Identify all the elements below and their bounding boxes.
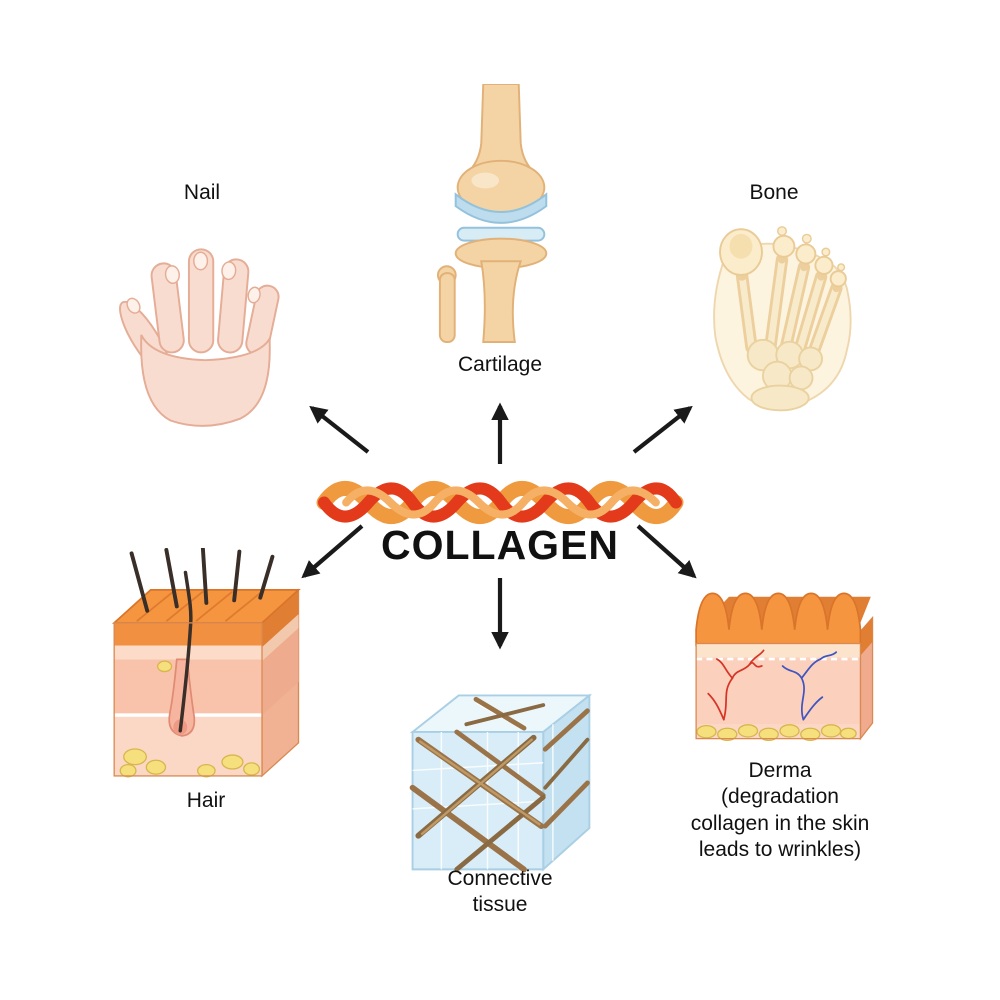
connective-tissue-cube-icon: [409, 693, 593, 873]
arrow-to-nail-icon: [309, 405, 370, 454]
connective-tissue-label: Connective tissue: [447, 867, 553, 917]
collagen-fiber-illustration: [316, 468, 684, 537]
hair-follicle-illustration: [102, 548, 302, 783]
hand-icon: [119, 248, 280, 427]
nail-label: Nail: [183, 181, 221, 204]
knee-joint-illustration: [426, 84, 574, 345]
derma-illustration: [684, 562, 876, 757]
hand-illustration: [112, 224, 297, 438]
cartilage-label: Cartilage: [457, 353, 543, 376]
page-title: COLLAGEN: [380, 522, 620, 568]
connective-tissue-illustration: [399, 682, 601, 879]
hair-skin-icon: [111, 548, 301, 778]
bone-label: Bone: [749, 181, 799, 204]
collagen-braid-icon: [316, 480, 684, 525]
derma-skin-icon: [695, 592, 874, 742]
derma-label: Derma (degradation collagen in the skin …: [690, 759, 870, 862]
knee-joint-icon: [436, 84, 548, 344]
arrow-to-bone-icon: [632, 405, 693, 454]
foot-bones-icon: [713, 226, 852, 412]
hair-label: Hair: [186, 789, 226, 812]
foot-bones-illustration: [696, 212, 868, 417]
